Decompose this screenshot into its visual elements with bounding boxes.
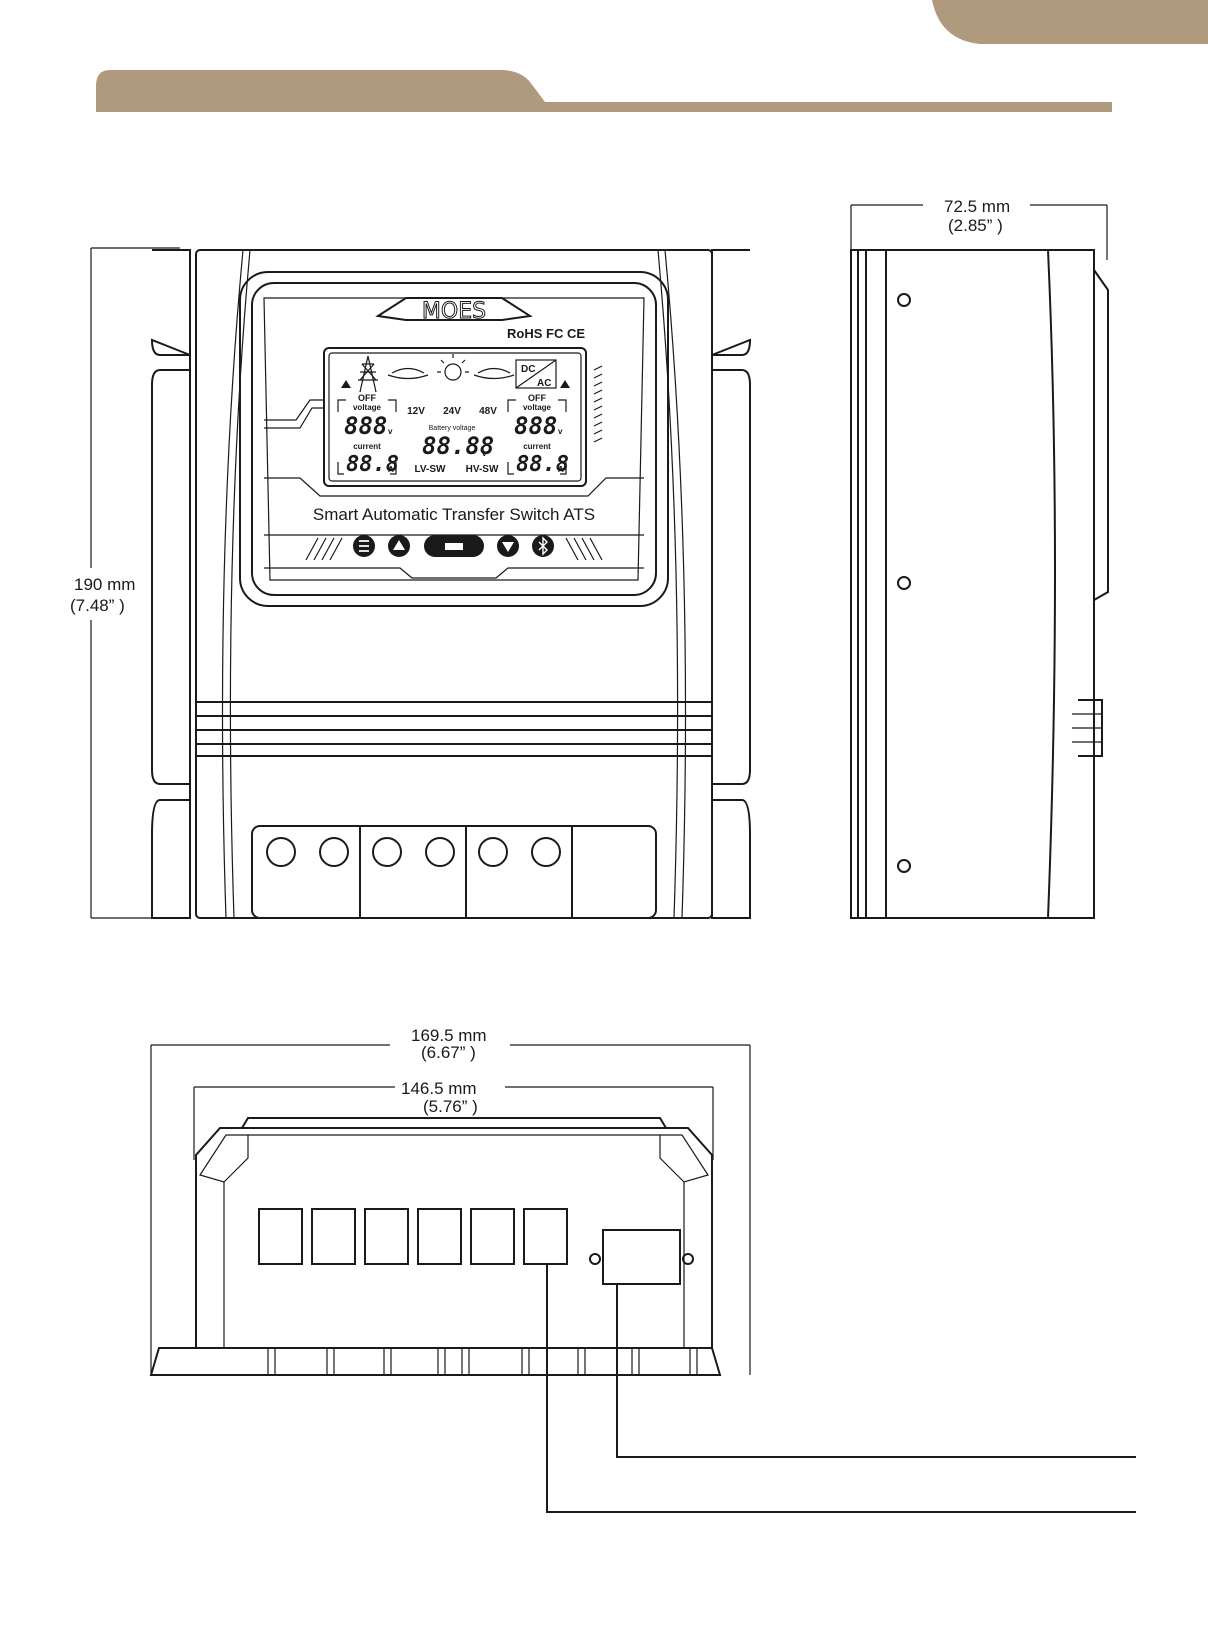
terminal-screw	[532, 838, 560, 866]
lcd-right-voltage-unit: v	[558, 427, 563, 436]
lcd-ac-label: AC	[537, 378, 551, 389]
lcd-right-voltage-label: voltage	[523, 403, 552, 412]
height-mm-label: 190 mm	[74, 575, 135, 594]
lcd-dc-label: DC	[521, 364, 535, 375]
bluetooth-button[interactable]	[532, 535, 554, 557]
lcd-mode-48v: 48V	[479, 406, 497, 417]
lcd-left-voltage-unit: v	[388, 427, 393, 436]
depth-mm-label: 72.5 mm	[944, 197, 1010, 216]
port-screw	[590, 1254, 600, 1264]
callout-line-knockout	[547, 1264, 1136, 1512]
lcd-mode-24v: 24V	[443, 406, 461, 417]
inner-width-mm-label: 146.5 mm	[401, 1079, 477, 1098]
lcd-right-current-unit: A	[558, 465, 564, 474]
brand-logo: MOES	[422, 299, 486, 324]
down-button[interactable]	[497, 535, 519, 557]
bulb-icon	[445, 364, 461, 380]
mounting-hole	[898, 577, 910, 589]
front-view: 190 mm (7.48” ) MOES RoHS FC CE	[70, 248, 750, 918]
grid-tower-icon	[358, 356, 378, 392]
terminal-screw	[479, 838, 507, 866]
up-button[interactable]	[388, 535, 410, 557]
depth-in-label: (2.85” )	[948, 216, 1003, 235]
height-dimension: 190 mm (7.48” )	[70, 248, 180, 918]
right-warning-icon	[560, 380, 570, 388]
lcd-lv-sw: LV-SW	[415, 464, 446, 475]
height-in-label: (7.48” )	[70, 596, 125, 615]
lcd-right-current-label: current	[523, 442, 551, 451]
lcd-mode-12v: 12V	[407, 406, 425, 417]
terminal-screw	[320, 838, 348, 866]
certification-marks: RoHS FC CE	[507, 326, 585, 341]
terminal-block	[252, 826, 656, 918]
terminal-screw	[267, 838, 295, 866]
lcd-right-off: OFF	[528, 393, 546, 403]
lcd-left-off: OFF	[358, 393, 376, 403]
inner-width-in-label: (5.76” )	[423, 1097, 478, 1116]
enter-button[interactable]	[424, 535, 484, 557]
lcd-left-voltage-label: voltage	[353, 403, 382, 412]
cable-knockout	[524, 1209, 567, 1264]
terminal-screw	[426, 838, 454, 866]
lcd-battery-voltage-label: Battery voltage	[429, 425, 476, 432]
right-flow-arrow-icon	[474, 369, 514, 379]
lcd-battery-voltage-unit: v	[482, 449, 487, 458]
side-view: 72.5 mm (2.85” )	[851, 197, 1108, 918]
header-banner	[96, 0, 1208, 112]
product-title: Smart Automatic Transfer Switch ATS	[313, 505, 595, 524]
cable-knockout	[259, 1209, 302, 1264]
cable-knockout	[418, 1209, 461, 1264]
left-warning-icon	[341, 380, 351, 388]
callout-line-port	[617, 1284, 1136, 1457]
lcd-right-voltage-value: 888	[514, 412, 557, 440]
inner-width-dimension: 146.5 mm (5.76” )	[194, 1079, 713, 1160]
cable-knockout	[365, 1209, 408, 1264]
lcd-left-current-label: current	[353, 442, 381, 451]
mounting-hole	[898, 860, 910, 872]
lcd-screen: DC AC OFF voltage 888 v current 88.8 A 1…	[324, 348, 602, 486]
rear-port	[603, 1230, 680, 1284]
width-in-label: (6.67” )	[421, 1043, 476, 1062]
bottom-view: 169.5 mm (6.67” ) 146.5 mm (5.76” )	[151, 1026, 1136, 1512]
lcd-left-current-unit: A	[388, 465, 394, 474]
cable-knockout	[471, 1209, 514, 1264]
mounting-hole	[898, 294, 910, 306]
terminal-screw	[373, 838, 401, 866]
lcd-left-voltage-value: 888	[344, 412, 387, 440]
menu-button[interactable]	[353, 535, 375, 557]
left-flow-arrow-icon	[388, 369, 428, 379]
cable-knockout	[312, 1209, 355, 1264]
lcd-hv-sw: HV-SW	[466, 464, 499, 475]
enter-icon	[445, 543, 463, 550]
